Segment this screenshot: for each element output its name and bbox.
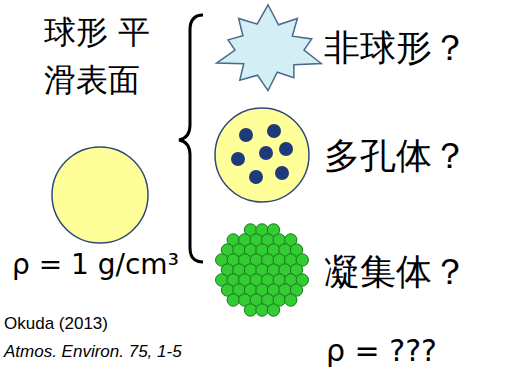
pore-dot: [231, 152, 245, 166]
shape-label: 凝集体？: [324, 250, 468, 293]
citation-journal: Atmos. Environ. 75, 1-5: [4, 342, 182, 362]
density-label: ρ = 1 g/cm³: [12, 248, 179, 282]
aggregate-grain: [285, 294, 297, 306]
density-label: ρ = ???: [326, 333, 437, 369]
pore-dot: [239, 128, 253, 142]
shape-label: 非球形？: [324, 26, 468, 69]
pore-dot: [279, 142, 293, 156]
bracket: [179, 15, 203, 262]
aggregate-grain: [256, 304, 268, 316]
porous-particle: 多孔体？: [213, 106, 470, 206]
pore-dot: [275, 166, 289, 180]
aggregate-grain: [244, 304, 256, 316]
sphere-heading: 球形 平滑表面: [44, 8, 180, 104]
smooth-sphere: 球形 平滑表面ρ = 1 g/cm³: [50, 145, 182, 284]
pore-dot: [259, 146, 273, 160]
citation-author: Okuda (2013): [4, 314, 108, 334]
pore-dot: [249, 170, 263, 184]
aggregate-particle: 凝集体？ ρ = ???: [210, 218, 470, 371]
spiky-particle: [217, 5, 322, 91]
pore-dot: [267, 124, 281, 138]
particle-circle: [215, 108, 309, 202]
particle-circle: [52, 147, 148, 243]
nonspherical-particle: 非球形？: [208, 4, 470, 98]
aggregate-grain: [227, 294, 239, 306]
shape-label: 多孔体？: [324, 134, 468, 177]
aggregate-grain: [267, 304, 279, 316]
